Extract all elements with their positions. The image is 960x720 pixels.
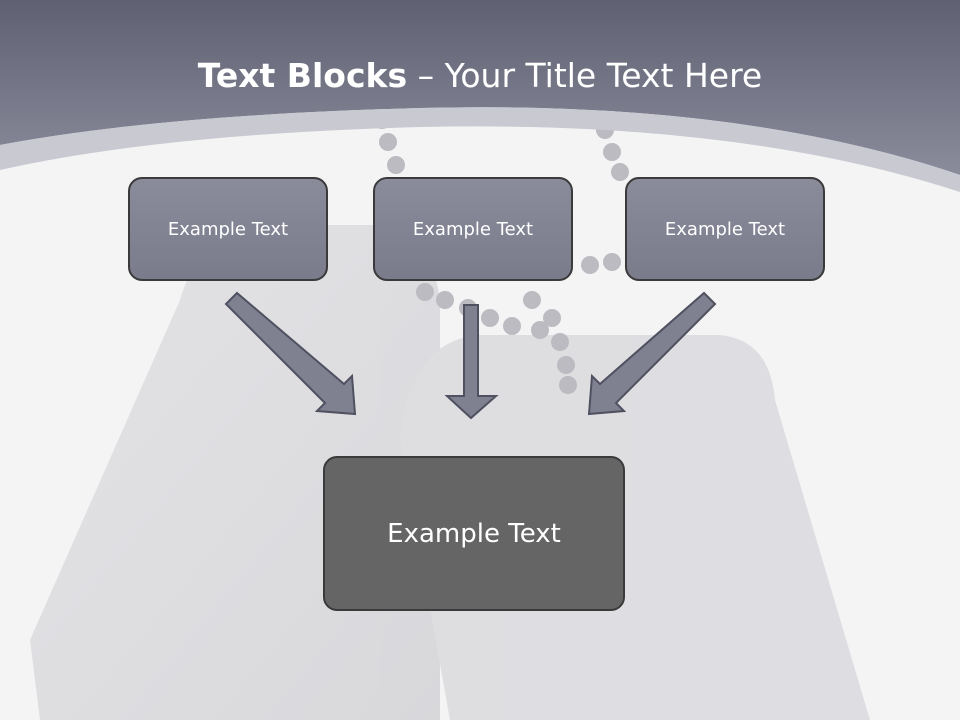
title-dash: –	[407, 56, 445, 95]
text-block-right-label: Example Text	[664, 218, 786, 240]
text-block-right[interactable]: Example Text	[625, 177, 825, 281]
arrow-center-down	[444, 304, 499, 420]
arrow-right-diagonal	[587, 291, 717, 416]
title-bold: Text Blocks	[197, 56, 408, 95]
text-block-left[interactable]: Example Text	[128, 177, 328, 281]
text-block-bottom[interactable]: Example Text	[323, 456, 625, 611]
slide-title: Text Blocks – Your Title Text Here	[0, 54, 960, 98]
title-rest: Your Title Text Here	[444, 56, 763, 95]
text-block-center[interactable]: Example Text	[373, 177, 573, 281]
arrow-left-diagonal	[224, 291, 357, 416]
text-block-center-label: Example Text	[412, 218, 534, 240]
text-block-left-label: Example Text	[167, 218, 289, 240]
text-block-bottom-label: Example Text	[387, 518, 561, 549]
